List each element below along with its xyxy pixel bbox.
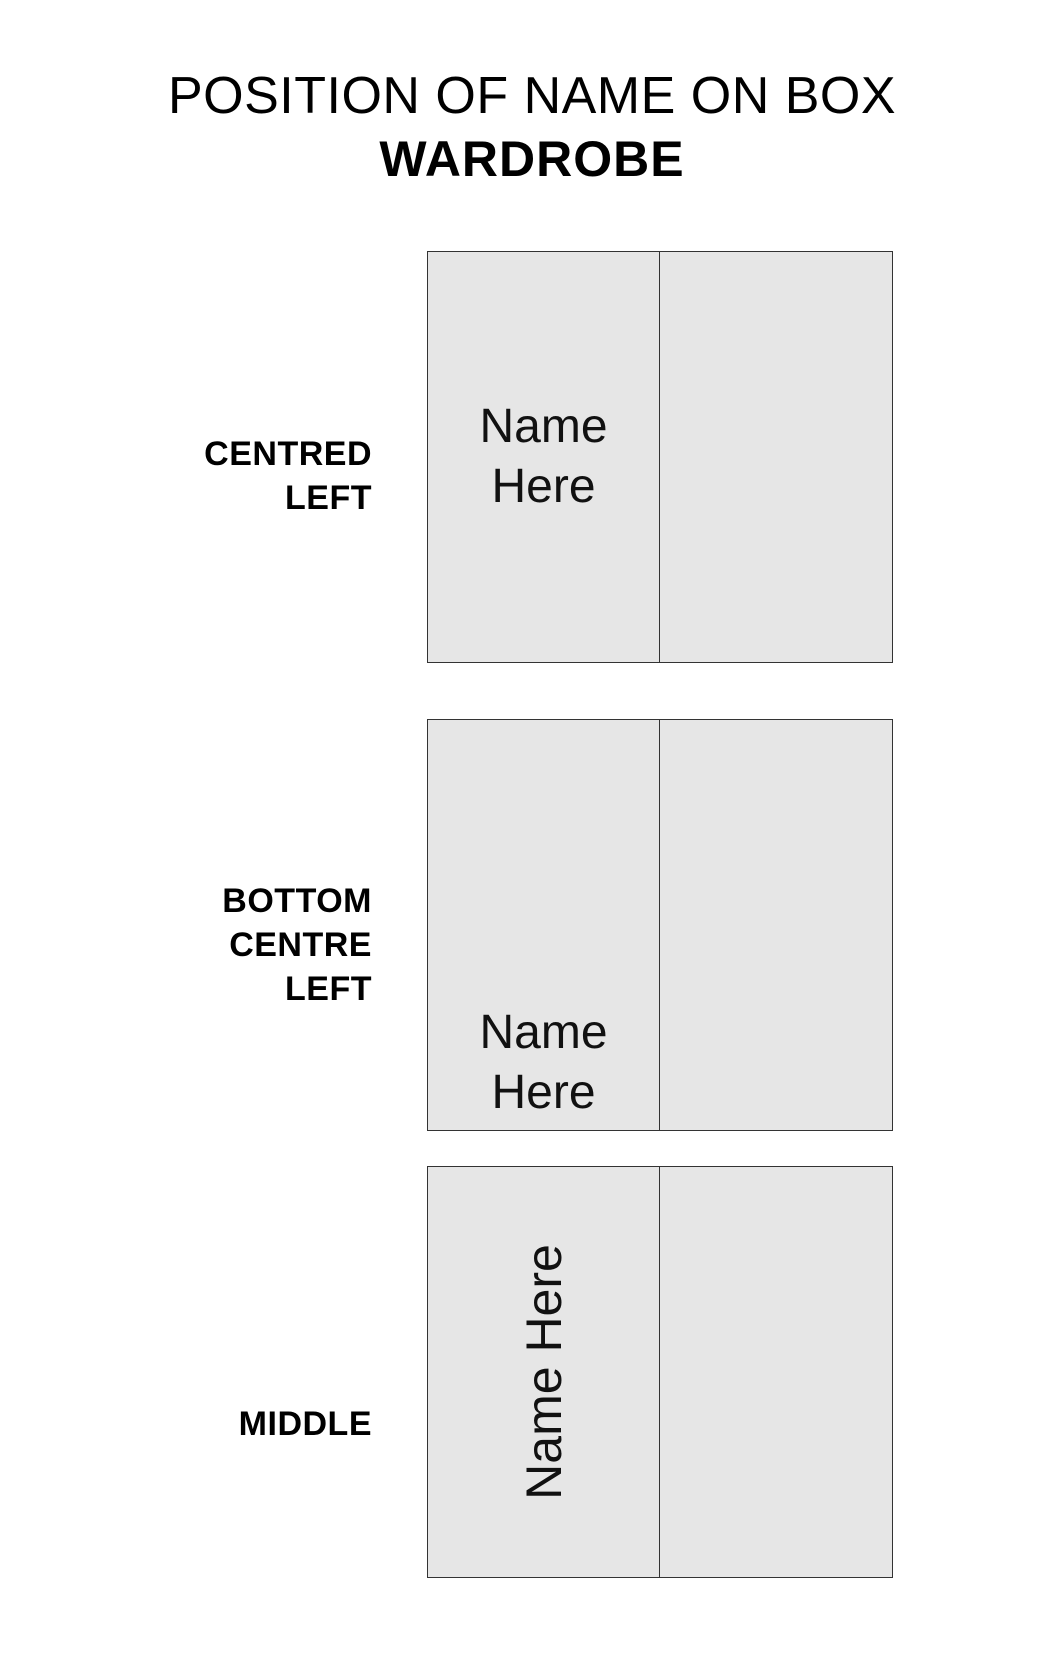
wardrobe-door-right: [660, 1167, 892, 1577]
label-line: MIDDLE: [238, 1405, 372, 1443]
label-centred-left: CENTRED LEFT: [204, 432, 372, 520]
name-line: Here: [491, 460, 596, 513]
name-placeholder: Name Here: [428, 397, 659, 517]
page-subtitle: WARDROBE: [379, 131, 685, 187]
label-line: LEFT: [285, 479, 372, 517]
wardrobe-box-bottom-centre-left: Name Here: [427, 719, 893, 1131]
name-placeholder: Name Here: [428, 1003, 659, 1123]
wardrobe-door-right: [660, 252, 892, 662]
wardrobe-door-right: [660, 720, 892, 1130]
label-line: BOTTOM: [222, 882, 372, 920]
label-line: CENTRED: [204, 435, 372, 473]
label-line: CENTRE: [229, 926, 372, 964]
name-line: Here: [491, 1066, 596, 1119]
name-line: Name: [479, 1006, 608, 1059]
wardrobe-door-left: Name Here: [428, 252, 660, 662]
wardrobe-box-middle: Name Here: [427, 1166, 893, 1578]
name-placeholder-rotated: Name Here: [515, 1244, 572, 1500]
wardrobe-door-left: Name Here: [428, 720, 660, 1130]
wardrobe-door-left: Name Here: [428, 1167, 660, 1577]
label-line: LEFT: [285, 970, 372, 1008]
label-middle: MIDDLE: [239, 1402, 372, 1446]
wardrobe-box-centred-left: Name Here: [427, 251, 893, 663]
name-line: Name: [479, 400, 608, 453]
header: POSITION OF NAME ON BOX WARDROBE: [0, 64, 1064, 190]
label-bottom-centre-left: BOTTOM CENTRE LEFT: [222, 879, 372, 1011]
page-title: POSITION OF NAME ON BOX: [167, 67, 897, 125]
